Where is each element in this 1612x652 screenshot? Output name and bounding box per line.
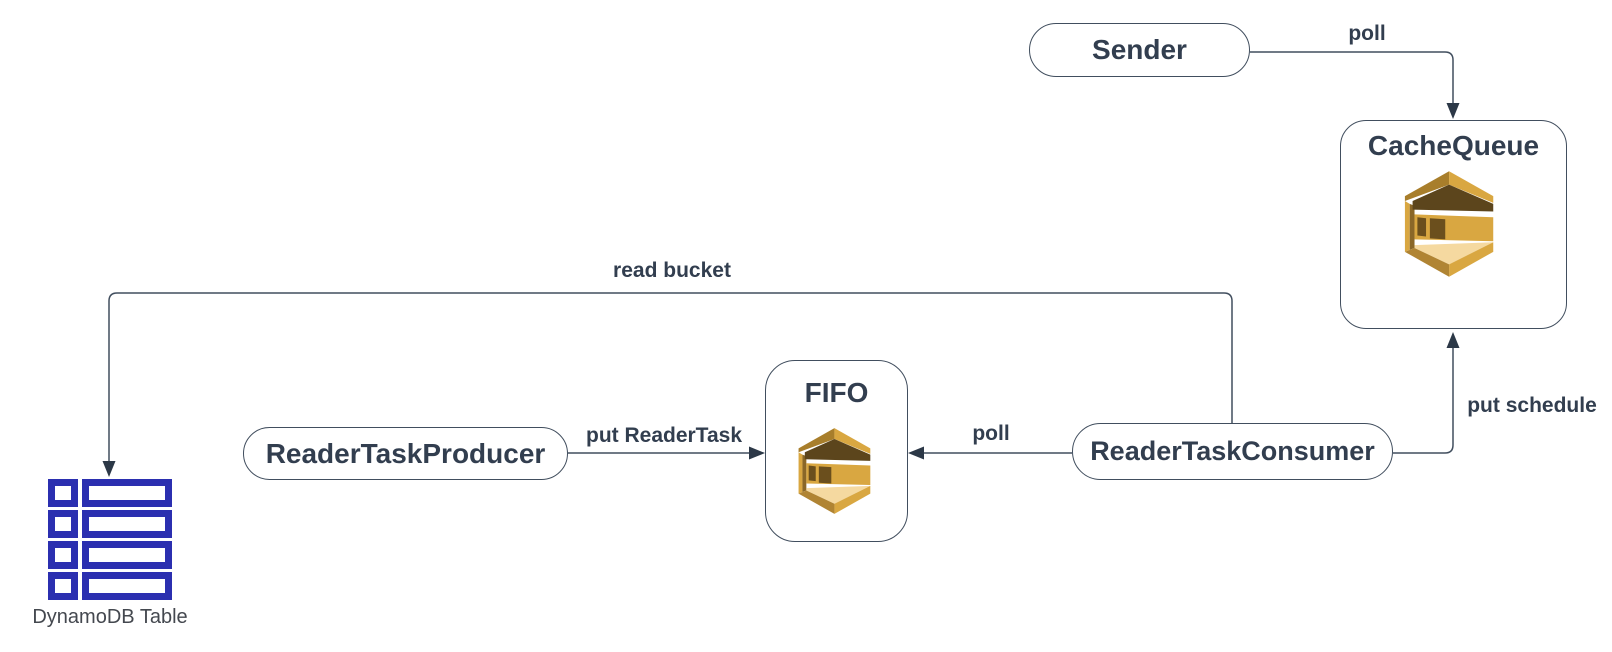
edge-sender-cachequeue [1250, 51, 1454, 103]
node-cachequeue: CacheQueue [1340, 120, 1567, 329]
edge-consumer-dynamodb-arrowhead [102, 461, 116, 477]
node-sender-label: Sender [1092, 34, 1187, 65]
node-dynamodb-table-label: DynamoDB Table [32, 606, 188, 628]
node-readertaskproducer: ReaderTaskProducer [243, 427, 568, 480]
sqs-queue-icon [1404, 171, 1494, 277]
edge-consumer-cachequeue-arrowhead [1446, 332, 1460, 348]
edge-label-read-bucket: read bucket [613, 259, 731, 282]
node-readertaskproducer-label: ReaderTaskProducer [265, 437, 546, 469]
node-readertaskconsumer: ReaderTaskConsumer [1072, 423, 1393, 480]
dynamodb-table-icon [48, 479, 172, 600]
node-fifo: FIFO [765, 360, 908, 542]
edge-label-poll-consumer: poll [972, 422, 1010, 445]
node-readertaskconsumer-label: ReaderTaskConsumer [1090, 436, 1375, 466]
edge-producer-fifo-arrowhead [749, 446, 765, 460]
edge-label-poll-sender: poll [1348, 22, 1386, 45]
node-fifo-label: FIFO [804, 377, 869, 408]
edge-label-put-readertask: put ReaderTask [586, 424, 742, 447]
edge-sender-cachequeue-arrowhead [1446, 103, 1460, 119]
edge-consumer-cachequeue [1393, 348, 1454, 454]
edge-consumer-dynamodb [108, 292, 1233, 461]
node-cachequeue-label: CacheQueue [1367, 130, 1540, 161]
node-sender: Sender [1029, 23, 1250, 77]
edge-label-put-schedule: put schedule [1467, 394, 1597, 417]
edge-consumer-fifo-arrowhead [908, 446, 924, 460]
sqs-queue-icon [798, 428, 871, 514]
